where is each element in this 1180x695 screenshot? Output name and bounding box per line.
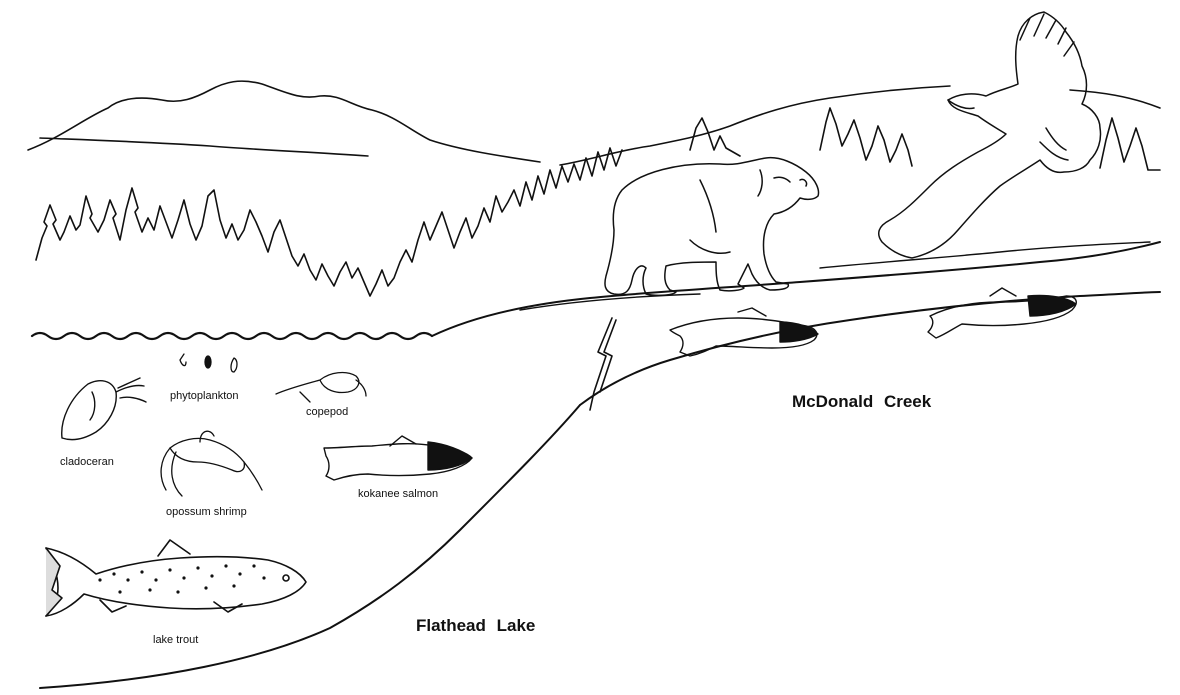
- lake-trout-icon: [45, 539, 307, 617]
- copepod-label: copepod: [306, 406, 349, 418]
- kokanee-salmon-label: kokanee salmon: [358, 488, 439, 500]
- grizzly-bear: [604, 156, 820, 297]
- lake-shore: [39, 404, 581, 689]
- creek-upper-bank-2: [519, 241, 1151, 311]
- opossum-shrimp-icon: [160, 430, 263, 497]
- mountain-ridge-inner: [39, 137, 369, 157]
- break-symbol: [589, 317, 617, 411]
- cladoceran-icon: [61, 377, 147, 441]
- bald-eagle: [877, 11, 1102, 259]
- lake-trout-label: lake trout: [153, 634, 199, 646]
- lake-surface: [30, 331, 434, 341]
- kokanee-salmon-icon: [323, 435, 473, 481]
- copepod-icon: [275, 371, 367, 403]
- forest-left: [35, 147, 623, 297]
- salmon-creek-1: [669, 307, 819, 357]
- creek-upper-bank: [431, 241, 1161, 337]
- creek-lower-bank: [579, 291, 1161, 406]
- phytoplankton-icon: [179, 353, 238, 373]
- mountain-range: [27, 80, 1161, 166]
- lake-label: Flathead Lake: [416, 616, 536, 635]
- phytoplankton-label: phytoplankton: [170, 390, 239, 402]
- opossum-shrimp-label: opossum shrimp: [166, 506, 247, 518]
- creek-label: McDonald Creek: [792, 392, 932, 411]
- forest-right: [689, 107, 1161, 171]
- salmon-creek-2: [927, 287, 1077, 339]
- cladoceran-label: cladoceran: [60, 456, 114, 468]
